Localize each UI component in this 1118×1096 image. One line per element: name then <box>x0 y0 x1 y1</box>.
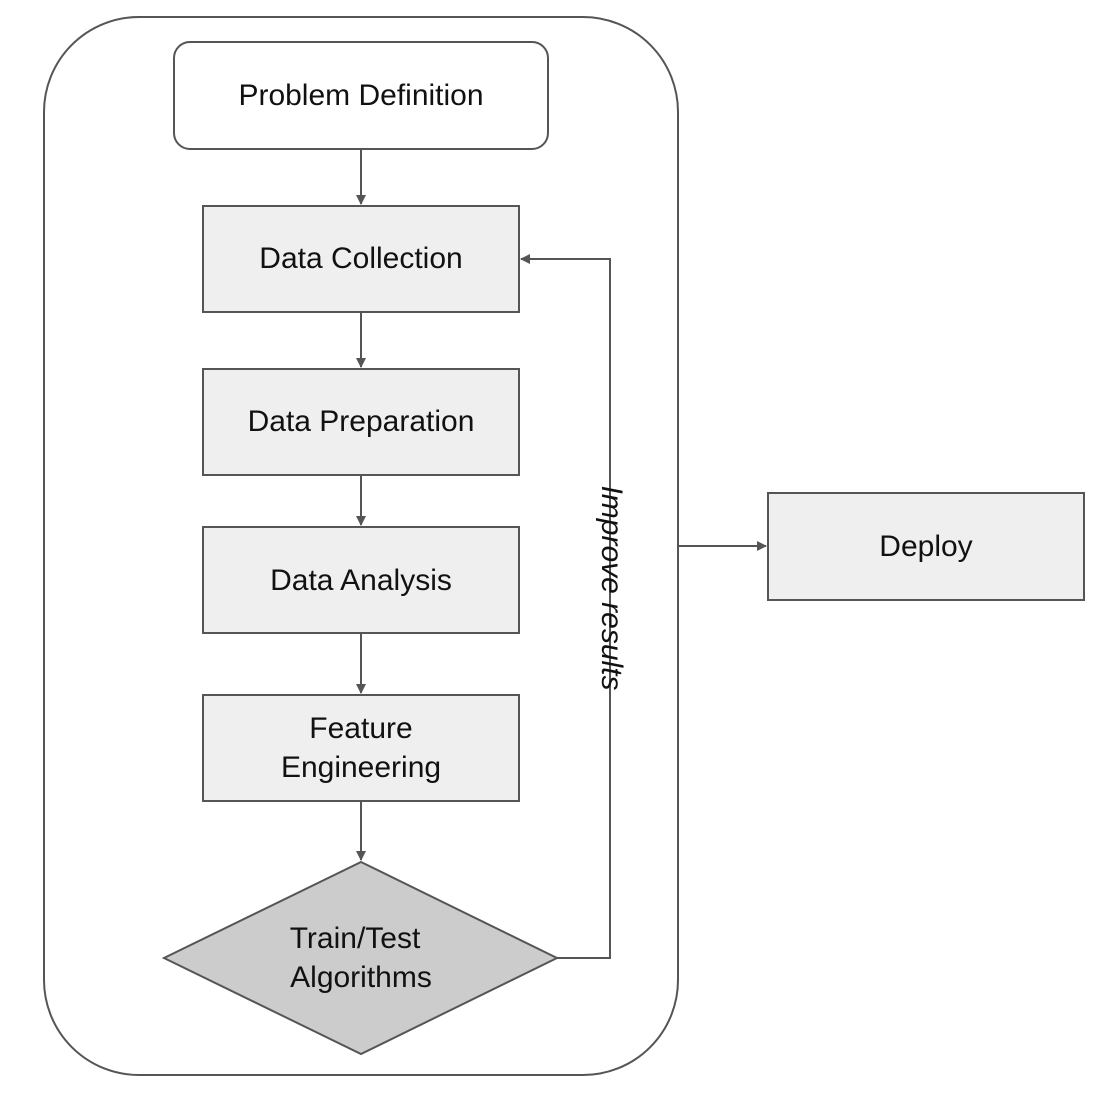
problem-definition-label: Problem Definition <box>238 79 483 112</box>
data-preparation-node: Data Preparation <box>202 368 520 476</box>
data-collection-label: Data Collection <box>259 242 462 275</box>
train-test-decision-node: Train/Test Algorithms <box>161 860 560 1056</box>
data-preparation-label: Data Preparation <box>248 405 475 438</box>
train-test-label-line1: Train/Test <box>290 922 421 955</box>
feature-engineering-label-line1: Feature <box>309 712 412 745</box>
data-analysis-node: Data Analysis <box>202 526 520 634</box>
problem-definition-node: Problem Definition <box>173 41 549 150</box>
train-test-label-line2: Algorithms <box>290 961 432 994</box>
data-analysis-label: Data Analysis <box>270 564 452 597</box>
feature-engineering-label-line2: Engineering <box>281 751 441 784</box>
data-collection-node: Data Collection <box>202 205 520 313</box>
deploy-label: Deploy <box>879 530 972 563</box>
improve-results-label: Improve results <box>595 485 628 690</box>
feature-engineering-node: Feature Engineering <box>202 694 520 802</box>
arrow-improve-results-loop <box>520 254 611 959</box>
deploy-node: Deploy <box>767 492 1085 601</box>
